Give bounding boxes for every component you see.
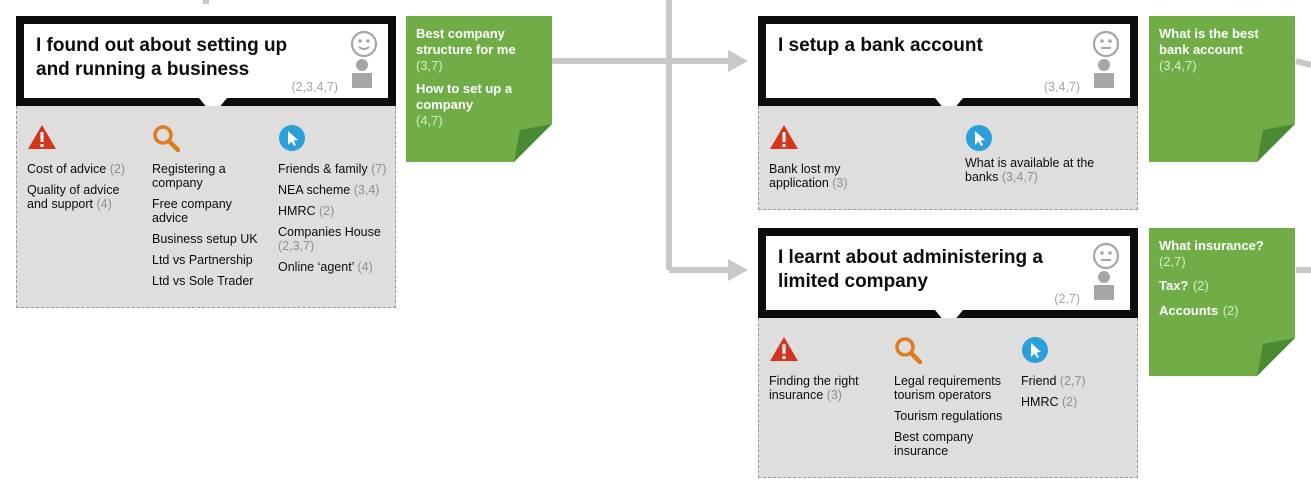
- participant-ref: (2,7): [1054, 292, 1080, 306]
- cursor-icon: [1022, 337, 1048, 363]
- list-item: Tourism regulations: [894, 409, 1003, 423]
- search-icon: [895, 337, 922, 364]
- list-item: Ltd vs Partnership: [152, 253, 253, 267]
- list-item: Ltd vs Sole Trader: [152, 274, 254, 288]
- list-item: Friend (2,7): [1021, 374, 1086, 388]
- arrowhead-admin: [728, 259, 748, 281]
- note-item: What is the best bank account (3,4,7): [1159, 26, 1259, 73]
- list-item: HMRC (2): [278, 204, 335, 218]
- person-icon: [1094, 59, 1114, 88]
- speech-bubble: I setup a bank account (3,4,7): [758, 16, 1138, 106]
- sticky-note-1: Best company structure for me (3,7) How …: [406, 16, 552, 162]
- insights-panel: Cost of advice (2) Quality of advice and…: [16, 106, 396, 308]
- list-item: Business setup UK: [152, 232, 258, 246]
- speech-bubble: I found out about setting up and running…: [16, 16, 396, 106]
- note-item: Best company structure for me (3,7): [416, 26, 516, 73]
- list-item: Best company insurance: [894, 430, 974, 458]
- warning-icon: [770, 125, 798, 149]
- insights-panel: Finding the right insurance (3) Legal re…: [758, 318, 1138, 478]
- card-title: I found out about setting up and running…: [36, 35, 288, 80]
- list-item: Companies House (2,3,7): [278, 225, 381, 253]
- person-icon: [352, 59, 372, 88]
- neutral-face-icon: [1092, 242, 1120, 270]
- list-item: Cost of advice (2): [27, 162, 125, 176]
- list-item: Legal requirements tourism operators: [894, 374, 1002, 402]
- list-item: What is available at the banks (3,4,7): [965, 156, 1095, 184]
- list-item: Bank lost my application (3): [769, 162, 848, 190]
- arrowhead-bank: [728, 50, 748, 72]
- page-fold-icon: [1257, 338, 1295, 376]
- sticky-note-2: What is the best bank account (3,4,7): [1149, 16, 1295, 162]
- warning-icon: [770, 337, 798, 361]
- cursor-icon: [279, 125, 305, 151]
- page-fold-icon: [1257, 124, 1295, 162]
- list-item: Online ‘agent’ (4): [278, 260, 373, 274]
- note-item: Tax? (2): [1159, 278, 1209, 293]
- neutral-face-icon: [350, 30, 378, 58]
- list-item: Free company advice: [152, 197, 232, 225]
- note-item: What insurance? (2,7): [1159, 238, 1264, 269]
- page-fold-icon: [514, 124, 552, 162]
- cursor-icon: [966, 125, 992, 151]
- sticky-note-3: What insurance? (2,7) Tax? (2) Accounts …: [1149, 228, 1295, 376]
- list-item: Friends & family (7): [278, 162, 387, 176]
- connector-right-1: [1295, 58, 1311, 68]
- card-administering: I learnt about administering a limited c…: [758, 228, 1138, 478]
- participant-ref: (3,4,7): [1043, 80, 1080, 94]
- neutral-face-icon: [1092, 30, 1120, 58]
- card-title: I learnt about administering a limited c…: [778, 247, 1043, 292]
- list-item: NEA scheme (3,4): [278, 183, 380, 197]
- card-setting-up: I found out about setting up and running…: [16, 16, 396, 308]
- card-title: I setup a bank account: [778, 35, 983, 56]
- insights-panel: Bank lost my application (3) What is ava…: [758, 106, 1138, 210]
- participant-ref: (2,3,4,7): [291, 80, 338, 94]
- list-item: HMRC (2): [1021, 395, 1078, 409]
- warning-icon: [28, 125, 56, 149]
- person-icon: [1094, 271, 1114, 300]
- note-item: Accounts (2): [1159, 303, 1239, 318]
- speech-bubble: I learnt about administering a limited c…: [758, 228, 1138, 318]
- note-item: How to set up a company (4,7): [416, 81, 513, 128]
- list-item: Registering a company: [152, 162, 226, 190]
- list-item: Quality of advice and support (4): [27, 183, 120, 211]
- search-icon: [153, 125, 180, 152]
- card-bank-account: I setup a bank account (3,4,7) Bank lost…: [758, 16, 1138, 210]
- list-item: Finding the right insurance (3): [769, 374, 859, 402]
